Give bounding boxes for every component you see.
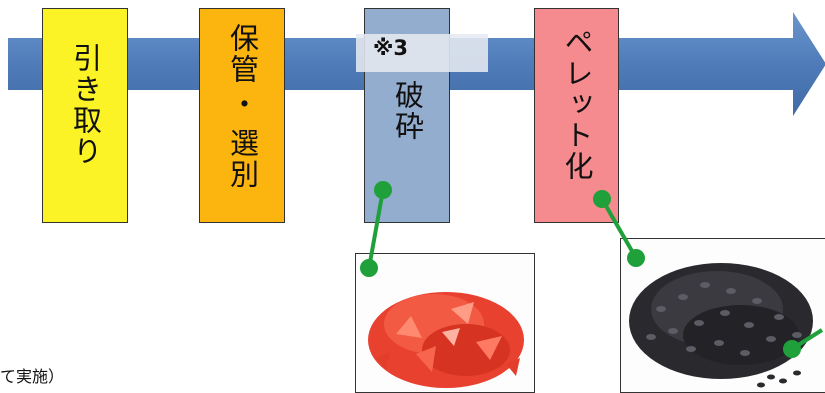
- step-storage-sorting: 保管 ・ 選別: [199, 8, 285, 223]
- step-storage-separator: ・: [225, 89, 260, 120]
- step-crushing-label: 破砕: [390, 80, 425, 142]
- footnote-caption: て実施）: [0, 367, 65, 386]
- note-band: [356, 34, 488, 72]
- step-pickup-label: 引き取り: [68, 43, 103, 167]
- crushed-flakes-photo: [355, 253, 535, 393]
- step-sorting-label: 選別: [225, 128, 260, 190]
- step-pickup: 引き取り: [42, 8, 128, 223]
- note-marker: ※3: [373, 36, 409, 60]
- step-storage-label: 保管: [225, 23, 260, 85]
- flakes-image: [356, 254, 534, 392]
- pellets-photo: [620, 238, 825, 393]
- step-pelletizing-label: ペレット化: [560, 27, 594, 182]
- pellets-image: [621, 239, 825, 392]
- step-pelletizing: ペレット化: [534, 8, 619, 223]
